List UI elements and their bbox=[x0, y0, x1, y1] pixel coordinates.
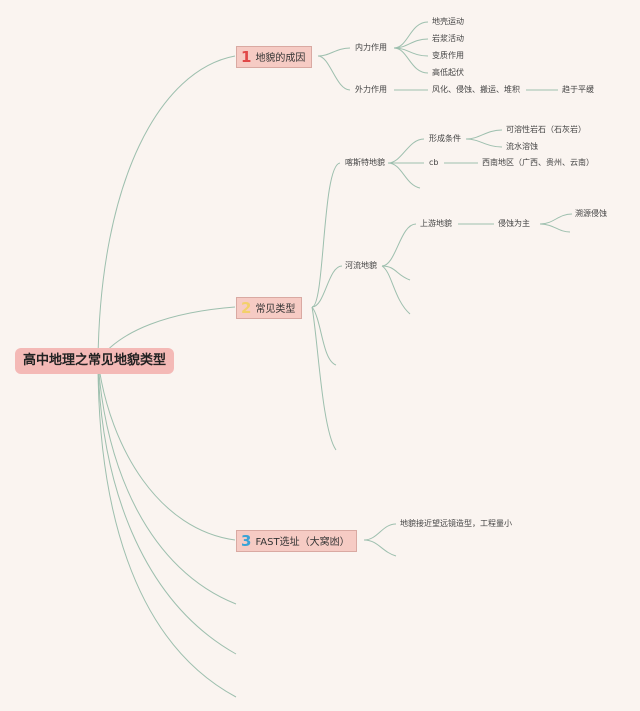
node-formation-conditions[interactable]: 形成条件 bbox=[429, 134, 461, 143]
node-cb[interactable]: cb bbox=[429, 158, 439, 167]
link-root-extra3 bbox=[97, 360, 237, 698]
link-b1-outer bbox=[317, 55, 351, 91]
node-weathering[interactable]: 风化、侵蚀、搬运、堆积 bbox=[432, 85, 520, 94]
node-crustal-movement[interactable]: 地壳运动 bbox=[432, 17, 464, 26]
node-erosion-main[interactable]: 侵蚀为主 bbox=[498, 219, 530, 228]
node-water-dissolution[interactable]: 流水溶蚀 bbox=[506, 142, 538, 151]
node-internal-force[interactable]: 内力作用 bbox=[355, 43, 387, 52]
branch-number-3: 3 bbox=[241, 532, 252, 550]
node-headward-erosion[interactable]: 溯源侵蚀 bbox=[575, 209, 607, 218]
link-inner-c4 bbox=[393, 47, 429, 74]
link-karst-extra bbox=[387, 162, 421, 189]
node-southwest[interactable]: 西南地区（广西、贵州、云南） bbox=[482, 158, 594, 167]
link-b2-karst bbox=[311, 162, 341, 308]
link-b1-inner bbox=[317, 47, 351, 57]
link-root-b3 bbox=[97, 360, 236, 541]
link-river-extra2 bbox=[381, 265, 411, 315]
node-metamorphism[interactable]: 变质作用 bbox=[432, 51, 464, 60]
root-node[interactable]: 高中地理之常见地貌类型 bbox=[15, 348, 175, 374]
node-soluble-rock[interactable]: 可溶性岩石（石灰岩） bbox=[506, 125, 586, 134]
link-b3-c1 bbox=[363, 523, 397, 541]
link-inner-c1 bbox=[393, 21, 429, 49]
link-river-upper bbox=[381, 223, 417, 267]
branch-number-2: 2 bbox=[241, 299, 252, 317]
link-root-extra2 bbox=[97, 360, 237, 655]
node-external-force[interactable]: 外力作用 bbox=[355, 85, 387, 94]
branch-common-types-label: 常见类型 bbox=[255, 304, 296, 315]
link-root-b1 bbox=[97, 55, 236, 362]
link-root-extra1 bbox=[97, 360, 237, 605]
link-b3-extra bbox=[363, 539, 397, 557]
link-upper-extra bbox=[539, 223, 571, 233]
node-river[interactable]: 河流地貌 bbox=[345, 261, 377, 270]
link-upper-result bbox=[539, 213, 573, 225]
branch-fast-site-label: FAST选址（大窝凼） bbox=[255, 537, 350, 548]
link-b2-river bbox=[311, 265, 343, 308]
link-karst-cond bbox=[387, 138, 425, 164]
node-magmatic-activity[interactable]: 岩浆活动 bbox=[432, 34, 464, 43]
link-river-extra1 bbox=[381, 265, 411, 281]
node-fast-reason[interactable]: 地貌接近望远镜造型，工程量小 bbox=[400, 519, 512, 528]
link-b2-extra1 bbox=[311, 306, 337, 366]
branch-formation-label: 地貌的成因 bbox=[255, 53, 306, 64]
link-cond-c2 bbox=[465, 138, 503, 148]
link-cond-c1 bbox=[465, 129, 503, 140]
node-relief[interactable]: 高低起伏 bbox=[432, 68, 464, 77]
node-flatten[interactable]: 趋于平缓 bbox=[562, 85, 594, 94]
node-karst[interactable]: 喀斯特地貌 bbox=[345, 158, 385, 167]
link-b2-extra2 bbox=[311, 306, 337, 451]
node-upper-reach[interactable]: 上游地貌 bbox=[420, 219, 452, 228]
branch-number-1: 1 bbox=[241, 48, 252, 66]
